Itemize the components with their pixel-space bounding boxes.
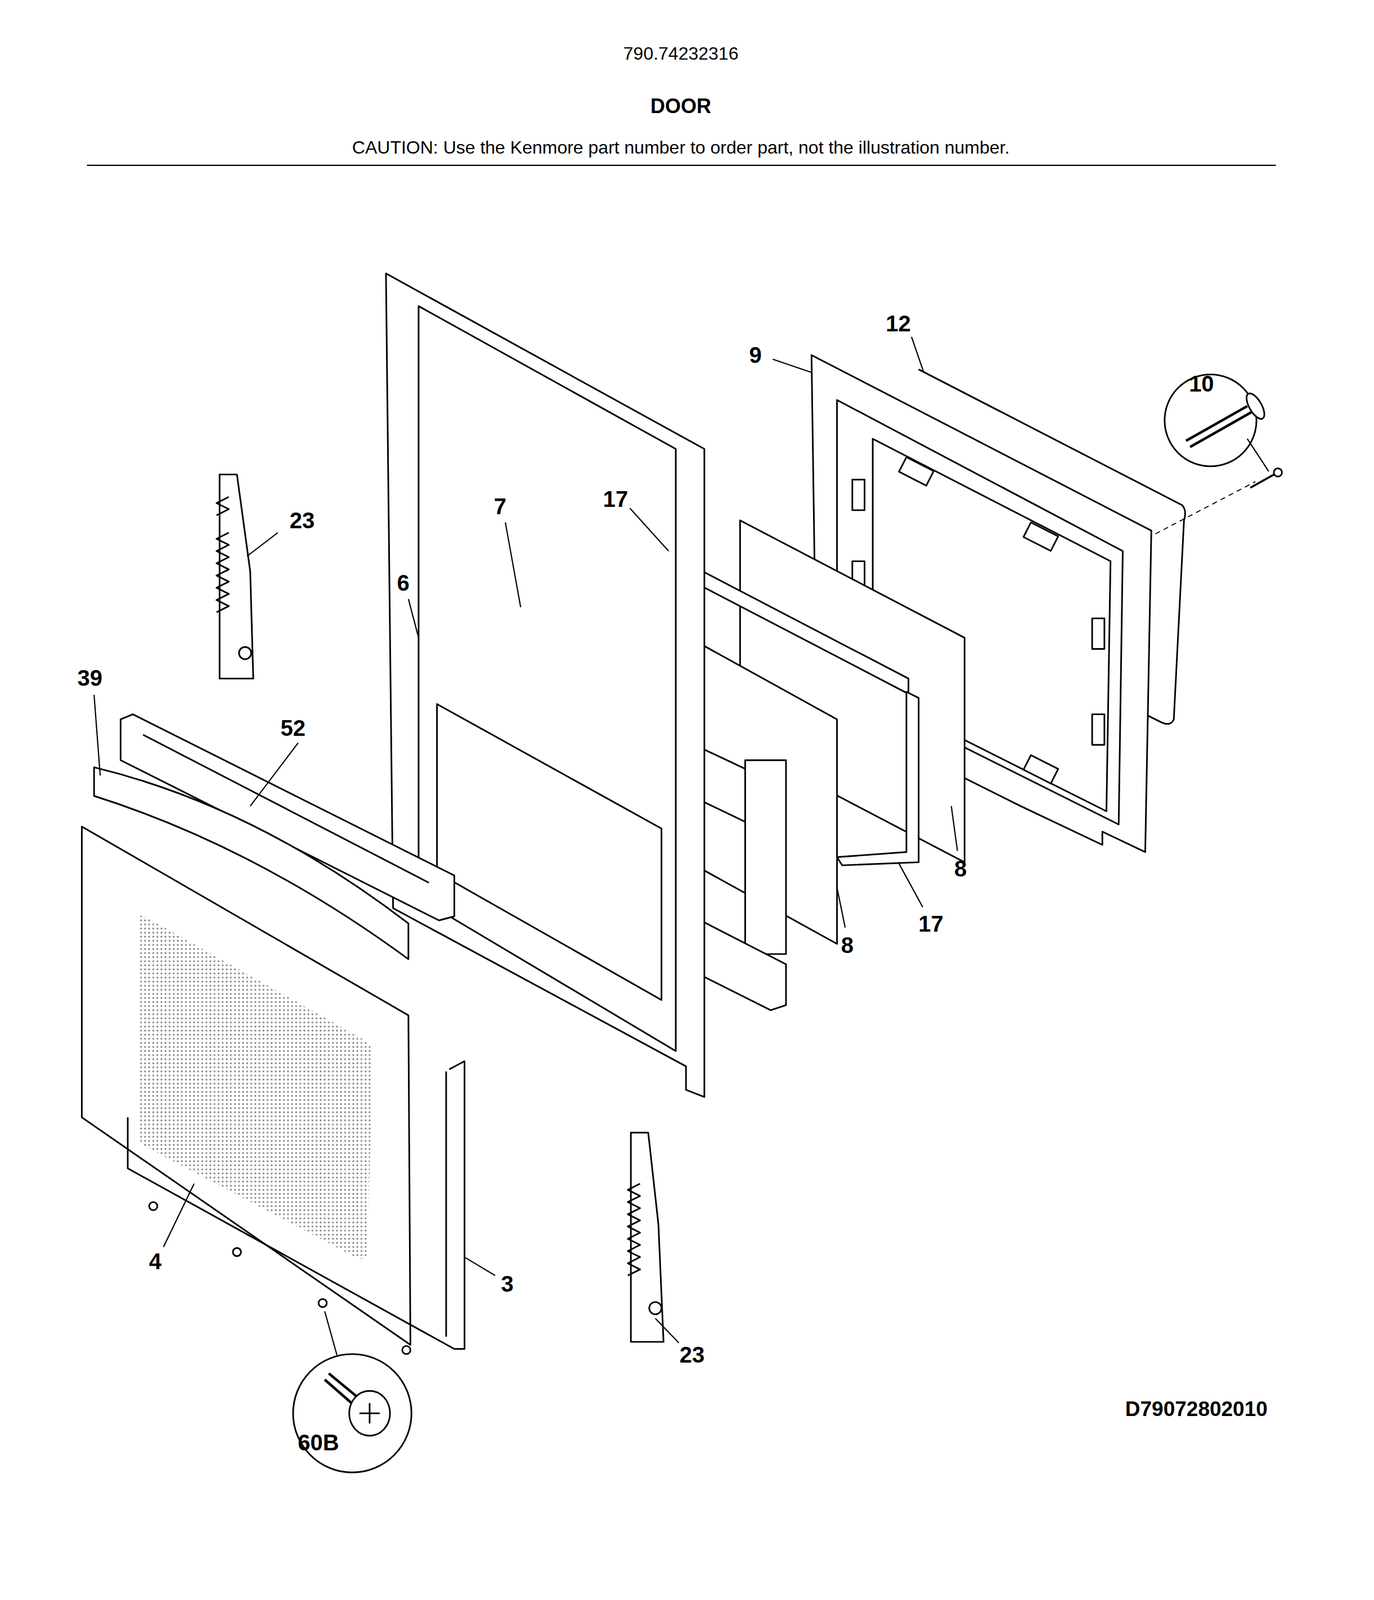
diagram-code: D79072802010 xyxy=(1125,1398,1268,1422)
callout-number: 10 xyxy=(1188,371,1215,397)
door-frame xyxy=(385,273,705,1098)
screw xyxy=(149,1202,411,1355)
caption: CAUTION: Use the Kenmore part number to … xyxy=(352,137,1010,158)
callout-number: 23 xyxy=(289,508,316,533)
door-hinge xyxy=(216,474,254,679)
callout-number: 60B xyxy=(297,1430,339,1456)
callout-number: 39 xyxy=(77,665,103,691)
callout-number: 23 xyxy=(679,1342,706,1368)
detail-circle xyxy=(293,1354,412,1473)
callout-number: 17 xyxy=(918,911,944,937)
callout-number: 4 xyxy=(149,1249,162,1274)
door-trim xyxy=(127,1061,465,1349)
leader-line xyxy=(93,337,1269,1356)
callout-number: 12 xyxy=(885,311,911,336)
callout-number: 3 xyxy=(501,1271,514,1297)
model-number: 790.74232316 xyxy=(623,44,739,65)
callout-number: 17 xyxy=(603,486,629,512)
door-hinge xyxy=(627,1132,664,1342)
callout-number: 6 xyxy=(397,570,410,596)
callout-number: 9 xyxy=(748,342,762,368)
callout-number: 7 xyxy=(494,494,507,519)
screw-detail xyxy=(324,1373,390,1436)
callout-number: 52 xyxy=(280,715,306,741)
callout-number: 8 xyxy=(841,932,854,958)
screw-detail xyxy=(1186,390,1282,488)
diagram-title: DOOR xyxy=(650,95,712,118)
callout-number: 8 xyxy=(954,856,967,882)
header-rule xyxy=(87,164,1277,166)
door-handle xyxy=(93,767,409,960)
